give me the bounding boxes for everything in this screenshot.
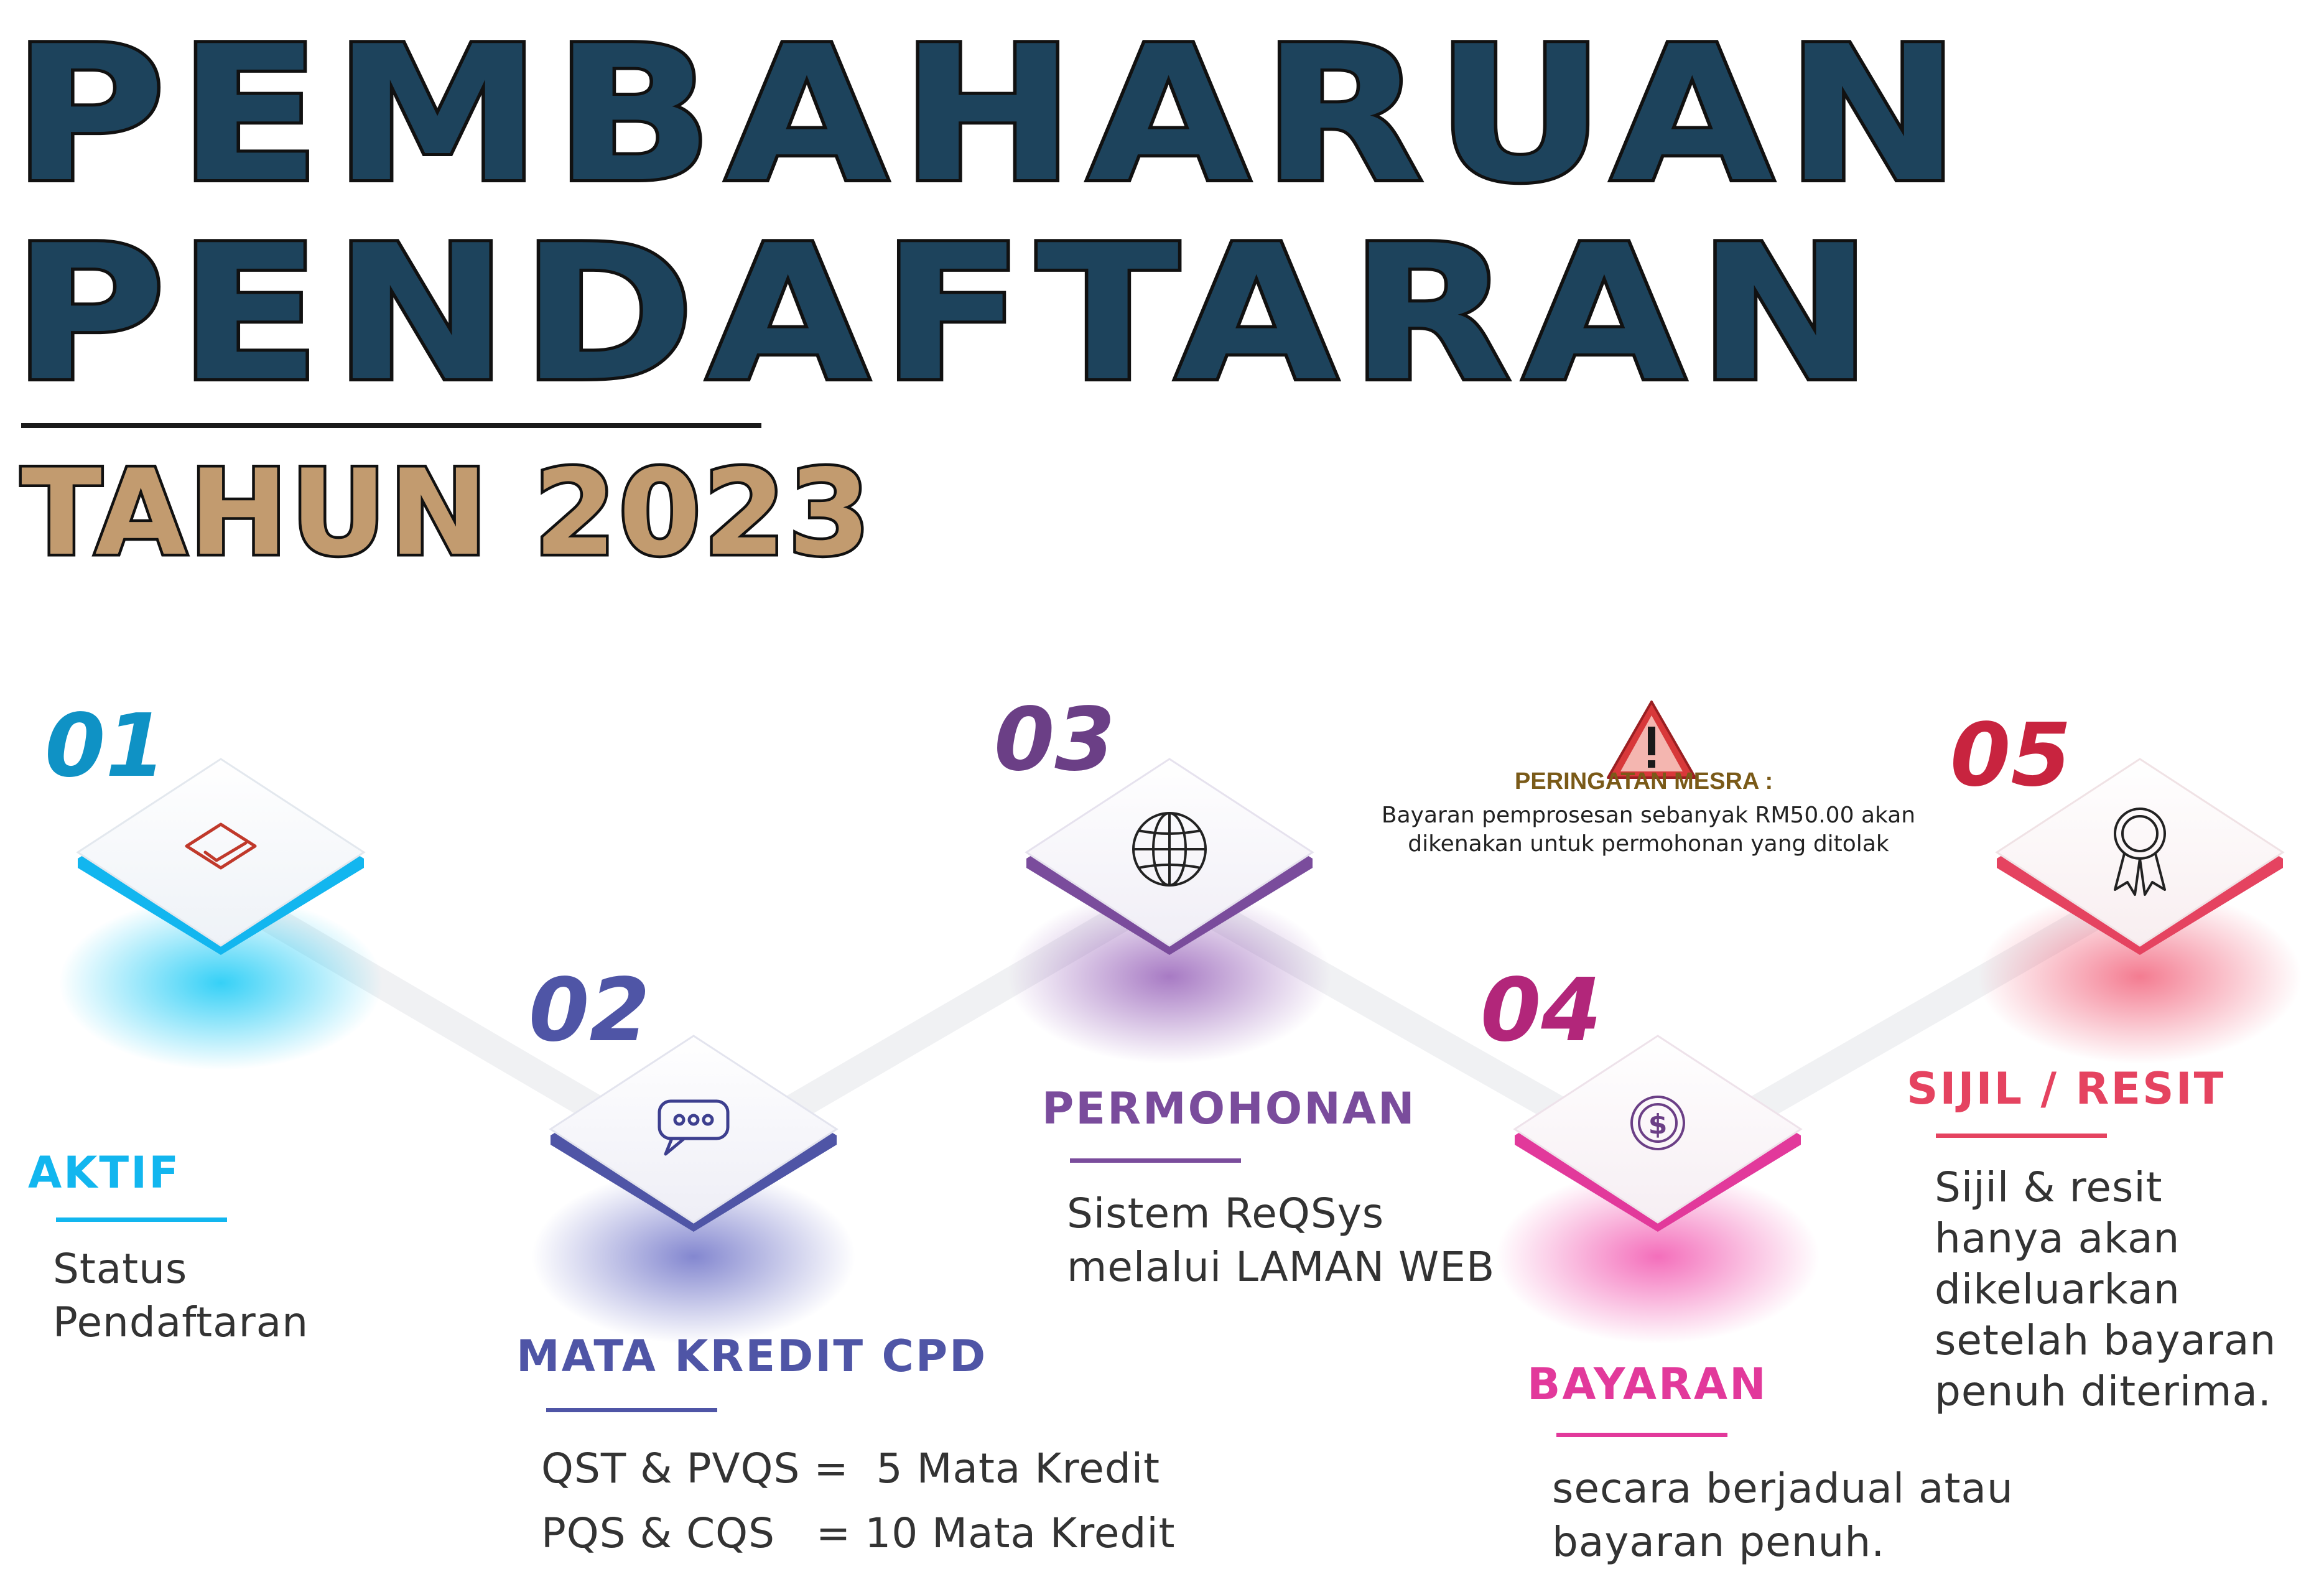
step-title-5: SIJIL / RESIT	[1907, 1063, 2226, 1114]
step-4-line-1: secara berjadual atau	[1552, 1464, 2014, 1512]
step-1-line-1: Status	[53, 1245, 188, 1293]
step-1-line-2: Pendaftaran	[53, 1298, 309, 1346]
warning-triangle-icon	[1607, 701, 1696, 779]
glow-3	[1008, 890, 1331, 1064]
step-5-line-2: hanya akan	[1935, 1214, 2180, 1262]
title-line-1: PEMBAHARUAN	[9, 6, 1973, 223]
step-title-2: MATA KREDIT CPD	[516, 1331, 988, 1382]
step-title-3: PERMOHONAN	[1042, 1083, 1416, 1134]
step-rule-3	[1070, 1158, 1241, 1163]
step-tile-5	[1995, 758, 2285, 955]
glow-1	[59, 896, 383, 1070]
step-5-line-5: penuh diterima.	[1935, 1367, 2272, 1415]
step-tile-1	[76, 758, 366, 955]
title-divider	[21, 423, 761, 428]
step-title-4: BAYARAN	[1527, 1359, 1768, 1410]
step-5-line-3: dikeluarkan	[1935, 1265, 2180, 1313]
step-5-line-4: setelah bayaran	[1935, 1316, 2277, 1364]
step-5-line-1: Sijil & resit	[1935, 1163, 2163, 1211]
check-envelope-icon	[185, 822, 257, 870]
step-number-4: 04	[1480, 960, 1602, 1061]
glow-2	[532, 1170, 855, 1344]
step-4-line-2: bayaran penuh.	[1552, 1518, 1885, 1566]
dollar-coin-icon: $	[1630, 1096, 1685, 1150]
step-3-line-2: melalui LAMAN WEB	[1067, 1243, 1495, 1291]
step-number-3: 03	[994, 689, 1115, 791]
globe-icon	[1132, 812, 1207, 887]
step-2-line-2: PQS & CQS = 10 Mata Kredit	[541, 1509, 1176, 1557]
step-2-line-1: QST & PVQS = 5 Mata Kredit	[541, 1445, 1160, 1492]
chat-bubble-icon	[658, 1099, 730, 1156]
step-number-2: 02	[529, 960, 650, 1061]
step-tile-3	[1025, 758, 1314, 955]
step-rule-4	[1556, 1433, 1727, 1437]
step-tile-4: $	[1513, 1035, 1803, 1232]
step-rule-2	[546, 1408, 717, 1412]
step-number-5: 05	[1950, 705, 2071, 806]
svg-text:$: $	[1648, 1109, 1668, 1140]
title-line-2: PENDAFTARAN	[9, 205, 1885, 422]
warning-line-1: Bayaran pemprosesan sebanyak RM50.00 aka…	[1381, 803, 1916, 828]
step-rule-1	[56, 1217, 227, 1222]
warning-line-2: dikenakan untuk permohonan yang ditolak	[1408, 831, 1889, 857]
step-3-line-1: Sistem ReQSys	[1067, 1190, 1385, 1237]
glow-4	[1496, 1170, 1820, 1344]
step-rule-5	[1936, 1134, 2107, 1138]
warning-title: PERINGATAN MESRA :	[1515, 768, 1773, 794]
subtitle-year: TAHUN 2023	[18, 444, 873, 582]
glow-5	[1978, 890, 2302, 1064]
step-title-1: AKTIF	[28, 1147, 181, 1198]
award-ribbon-icon	[2114, 808, 2166, 896]
step-number-1: 01	[45, 696, 166, 797]
step-tile-2	[549, 1035, 839, 1232]
